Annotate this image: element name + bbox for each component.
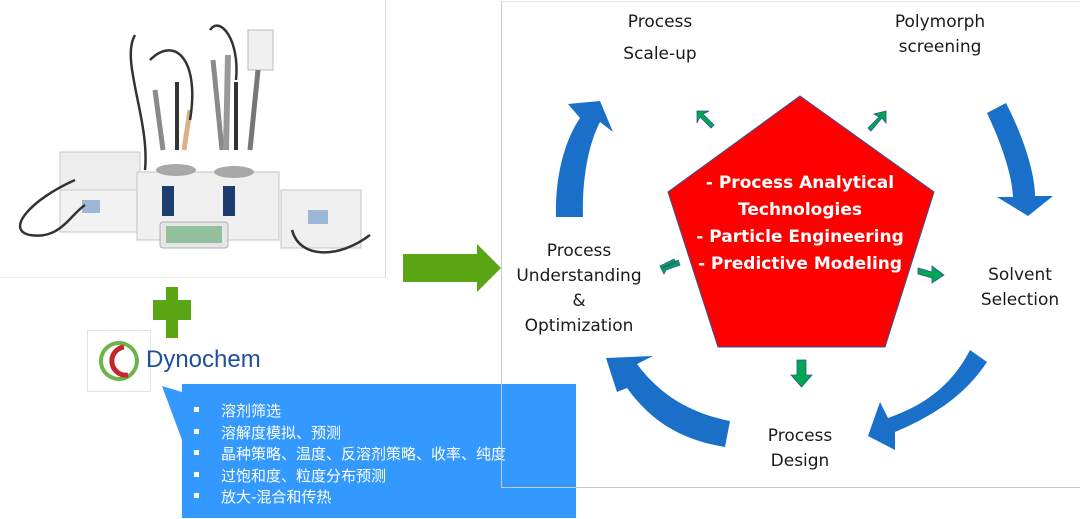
thermostat-unit-top xyxy=(59,151,141,191)
bullet-icon xyxy=(194,471,199,477)
feature-item: 晶种策略、温度、反溶剂策略、收率、纯度 xyxy=(194,444,576,466)
small-arrow-right-icon xyxy=(917,265,945,284)
unit-screen xyxy=(82,200,100,213)
small-arrow-down-icon xyxy=(790,359,813,388)
equipment-illustration xyxy=(18,24,371,254)
probe-head xyxy=(247,29,274,71)
small-arrow-up-right-icon xyxy=(867,110,887,132)
small-arrow-left-icon xyxy=(659,258,681,275)
stage-process-design: Process Design xyxy=(767,426,833,471)
feature-item: 放大-混合和传热 xyxy=(194,487,576,509)
stage-solvent-selection: Solvent Selection xyxy=(980,265,1060,310)
bullet-icon xyxy=(194,407,199,412)
cycle-arrow-up-left xyxy=(555,101,613,217)
stage-polymorph-screening: Polymorph screening xyxy=(894,12,986,57)
left-display xyxy=(162,186,174,216)
bullet-icon xyxy=(194,428,199,434)
bullet-icon xyxy=(194,450,199,455)
dynochem-logo-icon xyxy=(98,341,139,381)
dynochem-logo-text: Dynochem xyxy=(146,346,261,373)
right-display xyxy=(223,186,235,216)
center-focus-text: - Process Analytical Technologies - Part… xyxy=(696,173,904,274)
stage-scale-up: Process Scale-up xyxy=(623,12,697,64)
feature-item: 溶解度模拟、预测 xyxy=(194,423,576,445)
reactor-lid-right xyxy=(214,166,254,178)
cycle-arrow-up-left-bottom xyxy=(606,356,730,447)
feature-item: 溶剂筛选 xyxy=(194,401,576,423)
bullet-icon xyxy=(194,493,199,498)
feature-callout: 溶剂筛选 溶解度模拟、预测 晶种策略、温度、反溶剂策略、收率、纯度 过饱和度、粒… xyxy=(182,384,576,518)
small-arrow-up-left-icon xyxy=(696,110,715,129)
stage-process-understanding: Process Understanding & Optimization xyxy=(516,241,642,336)
feature-list: 溶剂筛选 溶解度模拟、预测 晶种策略、温度、反溶剂策略、收率、纯度 过饱和度、粒… xyxy=(182,384,576,509)
cycle-diagram-panel xyxy=(501,1,1080,488)
dynochem-logo xyxy=(87,330,151,392)
equipment-photo xyxy=(0,0,386,278)
cycle-arrow-down-left xyxy=(868,350,987,450)
center-pentagon xyxy=(667,95,935,348)
feature-item: 过饱和度、粒度分布预测 xyxy=(194,466,576,488)
reactor-lid-left xyxy=(156,164,196,176)
cycle-arrow-down-right xyxy=(987,103,1053,216)
